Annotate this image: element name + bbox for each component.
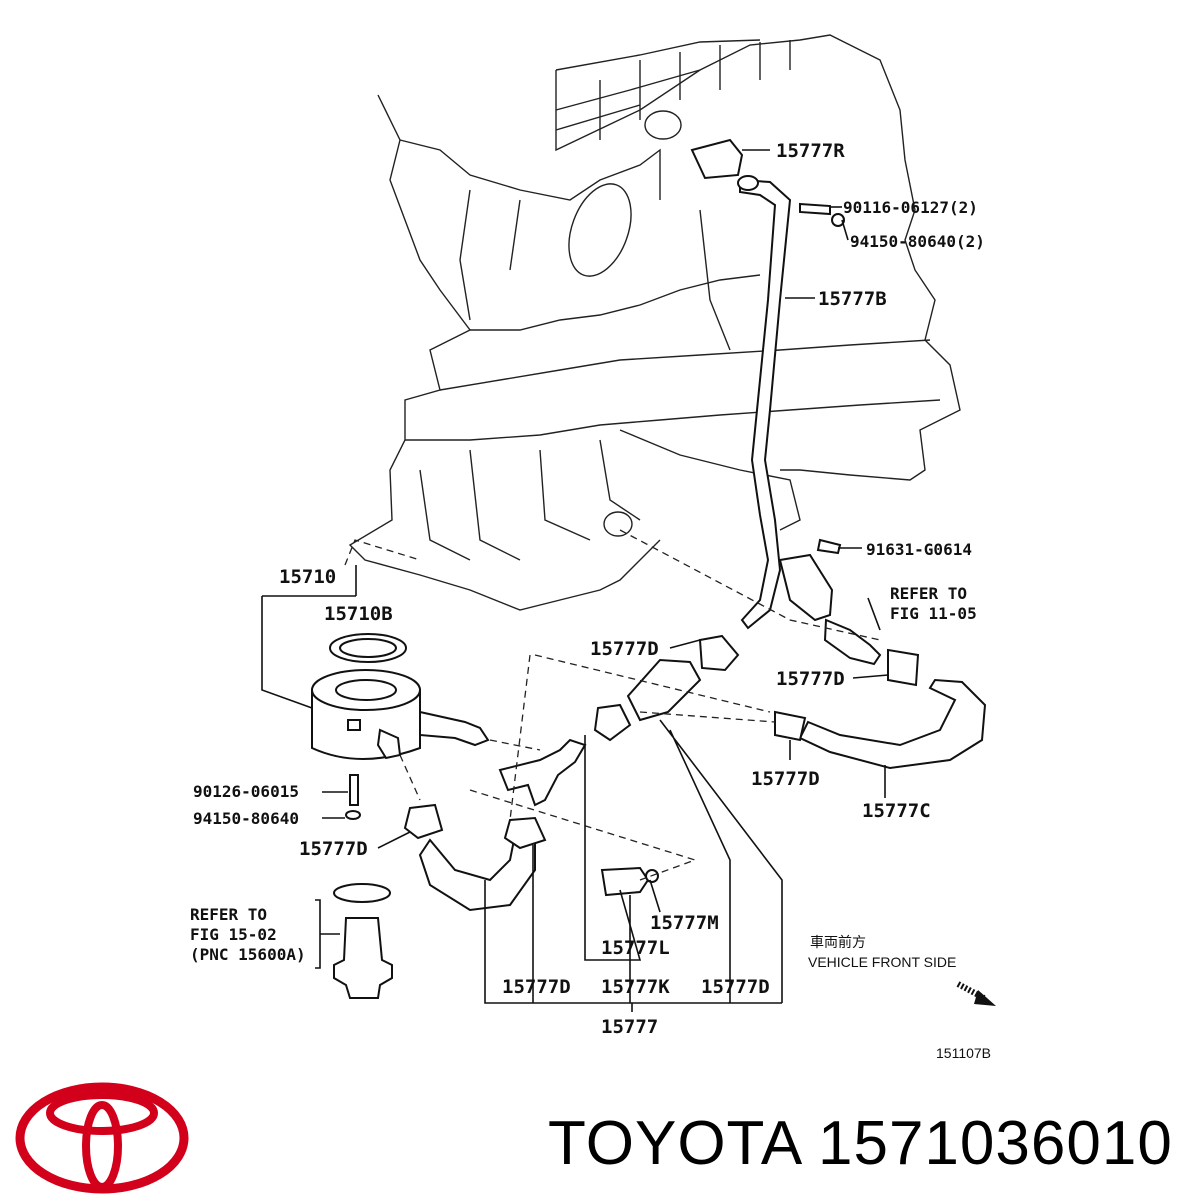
fasteners-drawing bbox=[345, 202, 882, 820]
dashed-guides bbox=[344, 529, 881, 881]
label-15777d-bottom-right: 15777D bbox=[701, 976, 770, 998]
figure-code: 151107B bbox=[936, 1045, 991, 1061]
label-refer-fig-15-02-line2: FIG 15-02 bbox=[190, 925, 277, 944]
label-94150-80640-2: 94150-80640(2) bbox=[850, 232, 985, 251]
label-15777: 15777 bbox=[601, 1016, 658, 1038]
front-arrow-icon bbox=[956, 981, 996, 1006]
label-15777d-right: 15777D bbox=[776, 668, 845, 690]
label-90116-06127: 90116-06127(2) bbox=[843, 198, 978, 217]
label-91631-g0614: 91631-G0614 bbox=[866, 540, 972, 559]
vehicle-front-en: VEHICLE FRONT SIDE bbox=[808, 954, 956, 970]
cooler-15710-drawing bbox=[311, 633, 490, 760]
label-refer-fig-15-02-line3: (PNC 15600A) bbox=[190, 945, 306, 964]
hose-15777c-drawing bbox=[774, 648, 987, 770]
vehicle-front-jp: 車両前方 bbox=[810, 934, 866, 950]
label-15777d-top: 15777D bbox=[590, 638, 659, 660]
label-94150-80640: 94150-80640 bbox=[193, 809, 299, 828]
label-refer-fig-11-05-line1: REFER TO bbox=[890, 584, 967, 603]
label-15777m: 15777M bbox=[650, 912, 719, 934]
toyota-logo-icon bbox=[15, 1082, 189, 1194]
label-15777k: 15777K bbox=[601, 976, 670, 998]
brand-part-number: TOYOTA 1571036010 bbox=[548, 1109, 1173, 1178]
label-15777d-bottom-left: 15777D bbox=[502, 976, 571, 998]
label-15777c: 15777C bbox=[862, 800, 931, 822]
label-15710b: 15710B bbox=[324, 603, 393, 625]
pipe-15777b-drawing bbox=[690, 138, 834, 630]
hose-15777-drawing bbox=[403, 634, 740, 912]
engine-block-drawing bbox=[348, 34, 961, 611]
label-15777d-mid: 15777D bbox=[751, 768, 820, 790]
union-bolt-drawing bbox=[333, 883, 393, 999]
label-15710: 15710 bbox=[279, 566, 336, 588]
label-15777d-left: 15777D bbox=[299, 838, 368, 860]
leader-lines bbox=[261, 149, 889, 1012]
label-refer-fig-11-05-line2: FIG 11-05 bbox=[890, 604, 977, 623]
label-15777b: 15777B bbox=[818, 288, 887, 310]
label-15777r: 15777R bbox=[776, 140, 845, 162]
label-refer-fig-15-02-line1: REFER TO bbox=[190, 905, 267, 924]
label-15777l: 15777L bbox=[601, 937, 670, 959]
label-90126-06015: 90126-06015 bbox=[193, 782, 299, 801]
